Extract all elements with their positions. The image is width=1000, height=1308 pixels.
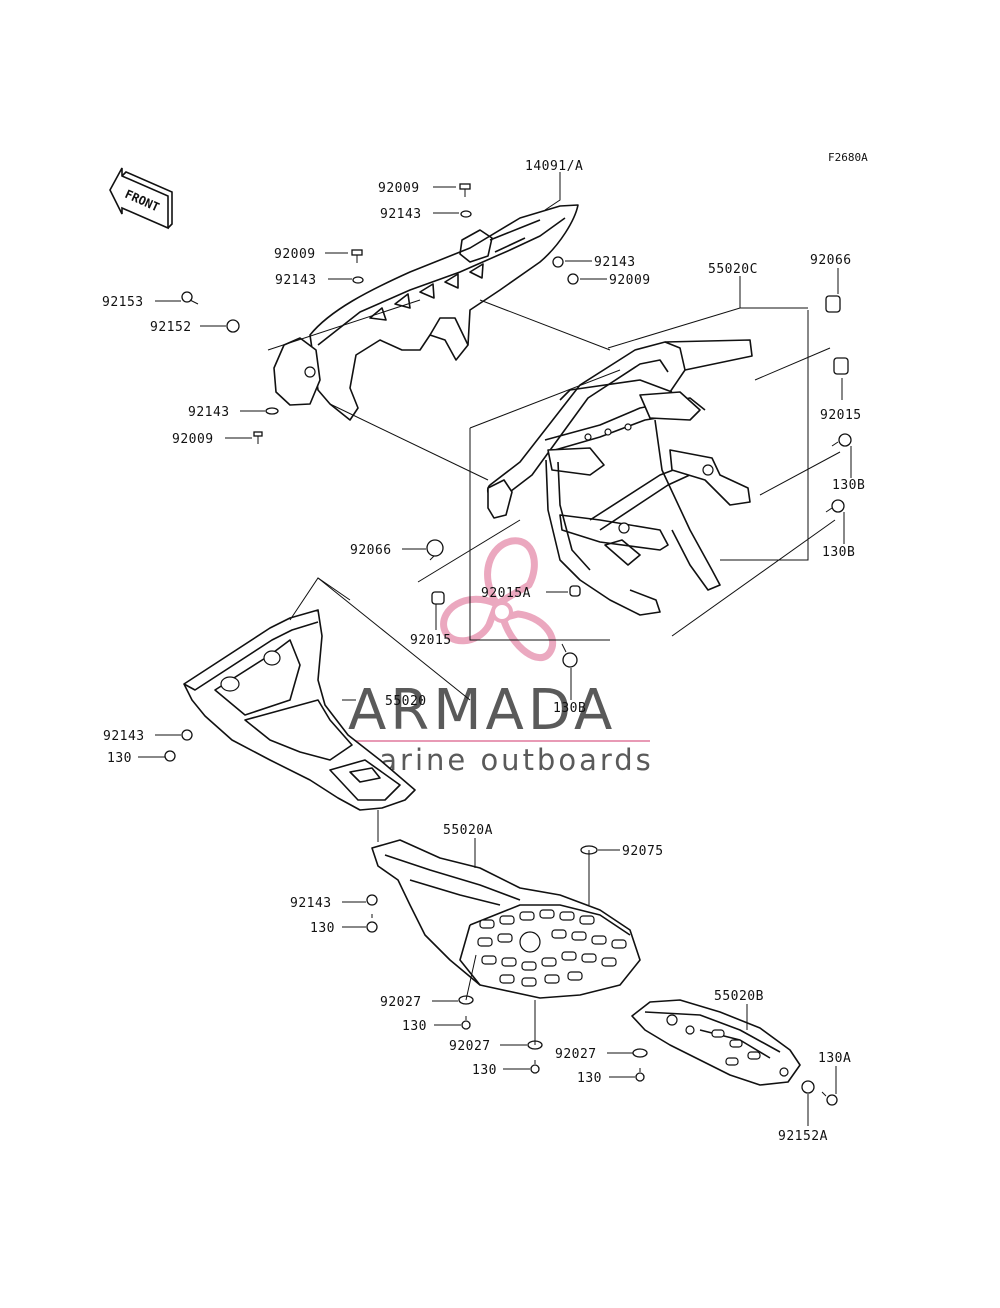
label-14091a: 14091/A (525, 159, 583, 174)
label-92015: 92015 (410, 633, 452, 648)
washer-icon (265, 407, 279, 415)
label-92015a: 92015A (481, 586, 531, 601)
bolt-icon (351, 249, 363, 263)
washer-icon (366, 894, 378, 906)
label-55020: 55020 (385, 694, 427, 709)
label-92027: 92027 (380, 995, 422, 1010)
label-130b: 130B (822, 545, 855, 560)
label-92152: 92152 (150, 320, 192, 335)
small-skid-plate-part (631, 999, 801, 1086)
label-130: 130 (577, 1071, 602, 1086)
bolt-icon (253, 431, 263, 444)
label-92143: 92143 (594, 255, 636, 270)
label-92143: 92143 (380, 207, 422, 222)
label-92066: 92066 (350, 543, 392, 558)
label-92027: 92027 (555, 1047, 597, 1062)
bolt-icon (635, 1068, 645, 1082)
washer-icon (460, 210, 472, 218)
washer-icon (181, 729, 193, 741)
clip-icon (833, 357, 849, 375)
figure-code: F2680A (828, 151, 868, 164)
label-92027: 92027 (449, 1039, 491, 1054)
watermark-tagline: marine outboards (348, 743, 654, 777)
bolt-icon (561, 643, 578, 668)
bolt-icon (461, 1016, 471, 1030)
washer-icon (552, 256, 564, 268)
label-92015: 92015 (820, 408, 862, 423)
leader-lines (138, 172, 852, 1126)
bolt-icon (164, 750, 176, 762)
label-130: 130 (402, 1019, 427, 1034)
skid-plate-part (371, 839, 641, 999)
label-130: 130 (472, 1063, 497, 1078)
cap-icon (426, 539, 444, 557)
frame-guard-part (486, 339, 753, 616)
label-92152a: 92152A (778, 1129, 828, 1144)
bolt-icon (459, 183, 471, 197)
bolt-icon (821, 1091, 838, 1106)
bolt-icon (825, 499, 845, 513)
label-92153: 92153 (102, 295, 144, 310)
skid-plate-holes (477, 909, 627, 987)
nut-icon (567, 273, 579, 285)
bumper-icon (825, 295, 841, 313)
washer-icon (801, 1080, 815, 1094)
label-92066: 92066 (810, 253, 852, 268)
bolt-icon (181, 291, 199, 305)
label-92143: 92143 (290, 896, 332, 911)
label-130: 130 (107, 751, 132, 766)
assembly-lines (267, 299, 841, 701)
label-92009: 92009 (172, 432, 214, 447)
label-92143: 92143 (103, 729, 145, 744)
front-guard-part (183, 609, 416, 811)
label-92009: 92009 (609, 273, 651, 288)
washer-icon (632, 1048, 648, 1058)
label-92009: 92009 (378, 181, 420, 196)
collar-icon (226, 319, 240, 333)
part-labels: 14091/A 92009 92143 92009 92143 92143 92… (102, 159, 865, 1144)
bolt-icon (831, 433, 852, 447)
label-130b: 130B (832, 478, 865, 493)
label-130a: 130A (818, 1051, 851, 1066)
label-130: 130 (310, 921, 335, 936)
front-direction-arrow-icon: FRONT (109, 167, 173, 230)
label-55020a: 55020A (443, 823, 493, 838)
bolt-icon (530, 1060, 540, 1074)
label-92075: 92075 (622, 844, 664, 859)
label-92009: 92009 (274, 247, 316, 262)
label-130b: 130B (553, 701, 586, 716)
label-55020b: 55020B (714, 989, 764, 1004)
washer-icon (352, 276, 364, 284)
watermark-brand: ARMADA (348, 678, 616, 743)
clip-icon (569, 585, 581, 597)
label-55020c: 55020C (708, 262, 758, 277)
label-92143: 92143 (275, 273, 317, 288)
armada-logo-icon (440, 537, 557, 661)
label-92143: 92143 (188, 405, 230, 420)
rear-cover-part (273, 204, 579, 421)
clip-icon (431, 591, 445, 605)
bolt-icon (366, 914, 378, 933)
